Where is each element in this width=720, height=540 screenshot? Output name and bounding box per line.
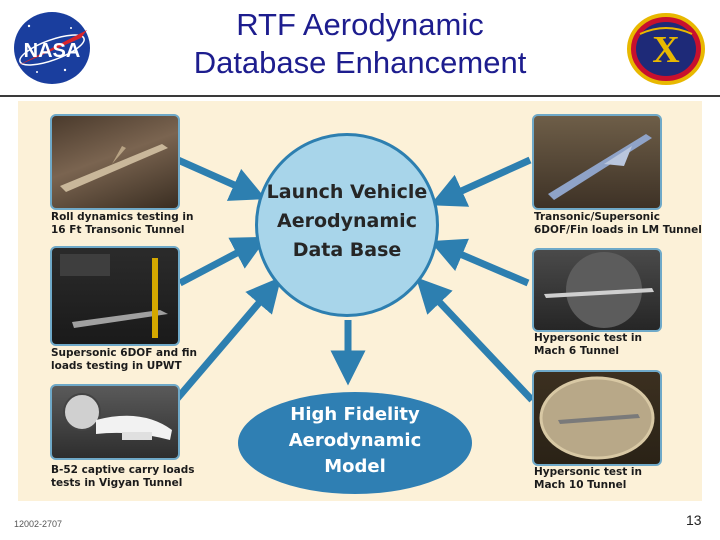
- transonic-model-icon: [534, 116, 660, 208]
- photo-b52-captive: [50, 384, 180, 460]
- mach10-model-icon: [534, 372, 660, 464]
- photo-roll-dynamics: [50, 114, 180, 210]
- arrow-left3: [176, 290, 270, 400]
- photo-mach10: [532, 370, 662, 466]
- mach6-model-icon: [534, 250, 660, 330]
- arrow-right3: [428, 290, 532, 400]
- arrow-left2: [180, 245, 252, 283]
- arrow-right2: [446, 248, 528, 283]
- page-number: 13: [686, 512, 702, 528]
- arrow-right1: [446, 160, 530, 198]
- b52-model-icon: [52, 386, 178, 458]
- document-code: 12002-2707: [14, 519, 62, 529]
- photo-supersonic-upwt: [50, 246, 180, 346]
- photo-mach6: [532, 248, 662, 332]
- photo-transonic-lm: [532, 114, 662, 210]
- wind-tunnel-model-icon: [52, 116, 178, 208]
- arrow-left1: [178, 160, 250, 192]
- upwt-model-icon: [52, 248, 178, 344]
